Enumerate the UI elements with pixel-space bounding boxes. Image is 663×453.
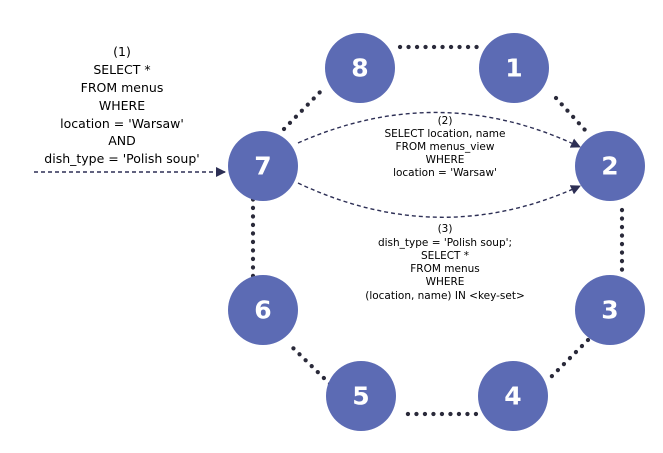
node-label: 6 xyxy=(254,296,271,325)
query-line: AND xyxy=(108,133,136,148)
query-3-arrow xyxy=(297,182,581,218)
node-label: 7 xyxy=(254,152,271,181)
query-2-arrow xyxy=(297,111,581,148)
node-4: 4 xyxy=(478,361,548,431)
query-line: FROM menus_view xyxy=(396,141,495,153)
node-label: 5 xyxy=(352,382,369,411)
query-3-text: (3) dish_type = 'Polish soup'; SELECT * … xyxy=(365,223,525,302)
node-circle xyxy=(575,275,645,345)
node-circle xyxy=(478,361,548,431)
query-2-text: (2) SELECT location, name FROM menus_vie… xyxy=(385,115,506,179)
node-circle xyxy=(479,33,549,103)
node-label: 3 xyxy=(601,296,618,325)
query-line: (location, name) IN <key-set> xyxy=(365,290,525,302)
query-line: SELECT * xyxy=(93,62,150,77)
node-2: 2 xyxy=(575,131,645,201)
node-circle xyxy=(228,131,298,201)
node-label: 4 xyxy=(504,382,521,411)
query-1-text: (1) SELECT * FROM menus WHERE location =… xyxy=(44,44,199,166)
node-label: 8 xyxy=(351,54,368,83)
node-label: 2 xyxy=(601,152,618,181)
node-circle xyxy=(575,131,645,201)
node-6: 6 xyxy=(228,275,298,345)
query-line: FROM menus xyxy=(81,80,164,95)
query-line: (1) xyxy=(113,44,131,59)
node-circle xyxy=(325,33,395,103)
query-line: (2) xyxy=(438,115,453,127)
query-line: WHERE xyxy=(426,154,465,166)
node-3: 3 xyxy=(575,275,645,345)
node-5: 5 xyxy=(326,361,396,431)
ring-link-7-8 xyxy=(281,86,326,132)
query-line: FROM menus xyxy=(410,263,479,275)
query-line: SELECT location, name xyxy=(385,128,506,140)
query-line: dish_type = 'Polish soup' xyxy=(44,151,199,166)
query-line: WHERE xyxy=(99,98,145,113)
query-line: dish_type = 'Polish soup'; xyxy=(378,237,512,249)
node-circle xyxy=(326,361,396,431)
query-line: WHERE xyxy=(426,276,465,288)
node-label: 1 xyxy=(505,54,522,83)
ring-link-5-6 xyxy=(287,342,333,387)
query-line: location = 'Warsaw' xyxy=(393,167,497,179)
query-line: (3) xyxy=(438,223,453,235)
ring-connections xyxy=(250,44,625,417)
ring-link-3-4 xyxy=(547,337,591,381)
node-1: 1 xyxy=(479,33,549,103)
query-line: SELECT * xyxy=(421,250,469,262)
node-7: 7 xyxy=(228,131,298,201)
ring-link-1-2 xyxy=(553,95,588,133)
query-line: location = 'Warsaw' xyxy=(60,116,184,131)
node-8: 8 xyxy=(325,33,395,103)
node-circle xyxy=(228,275,298,345)
